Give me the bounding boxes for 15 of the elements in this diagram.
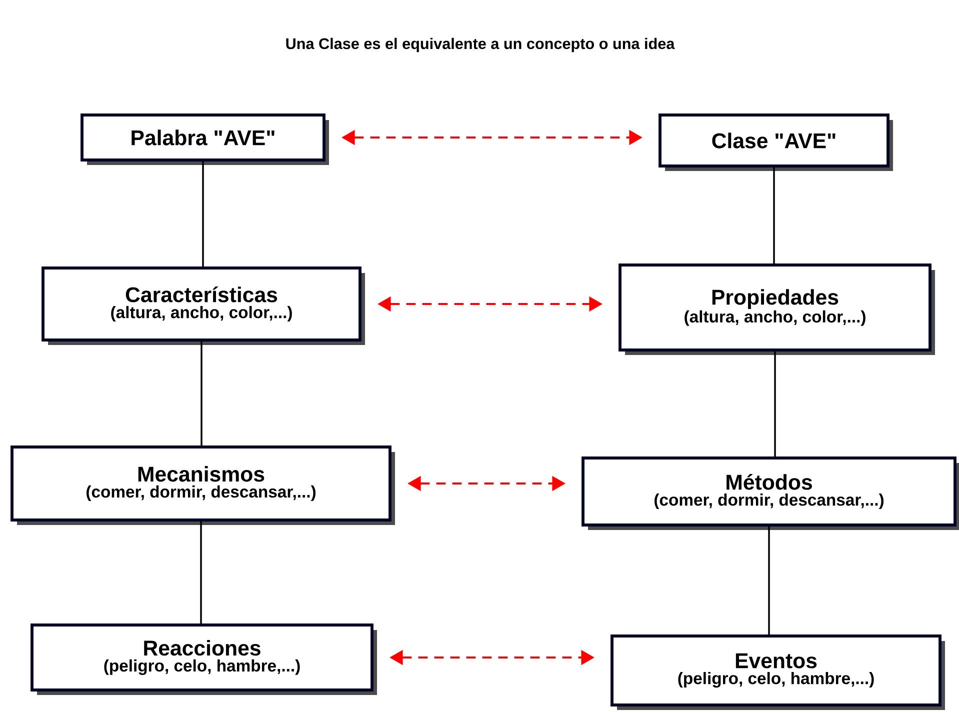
- process-box: Mecanismos (comer, dormir, descansar,...): [10, 446, 395, 525]
- process-box: Clase "AVE": [658, 114, 893, 171]
- process-box: Métodos (comer, dormir, descansar,...): [582, 456, 959, 530]
- process-box: Palabra "AVE": [80, 114, 329, 165]
- process-box: Propiedades (altura, ancho, color,...): [618, 264, 935, 355]
- process-box: Eventos (peligro, celo, hambre,...): [610, 634, 945, 710]
- connector: [774, 351, 776, 457]
- title: Una Clase es el equivalente a un concepto o una idea: [286, 38, 675, 52]
- process-box: Características (altura, ancho, color,...): [42, 266, 365, 345]
- connector: [773, 167, 775, 264]
- process-box: Reacciones (peligro, celo, hambre,...): [30, 624, 377, 695]
- connector: [200, 521, 202, 624]
- connector: [200, 341, 202, 446]
- connector: [768, 526, 770, 635]
- connector: [202, 161, 204, 267]
